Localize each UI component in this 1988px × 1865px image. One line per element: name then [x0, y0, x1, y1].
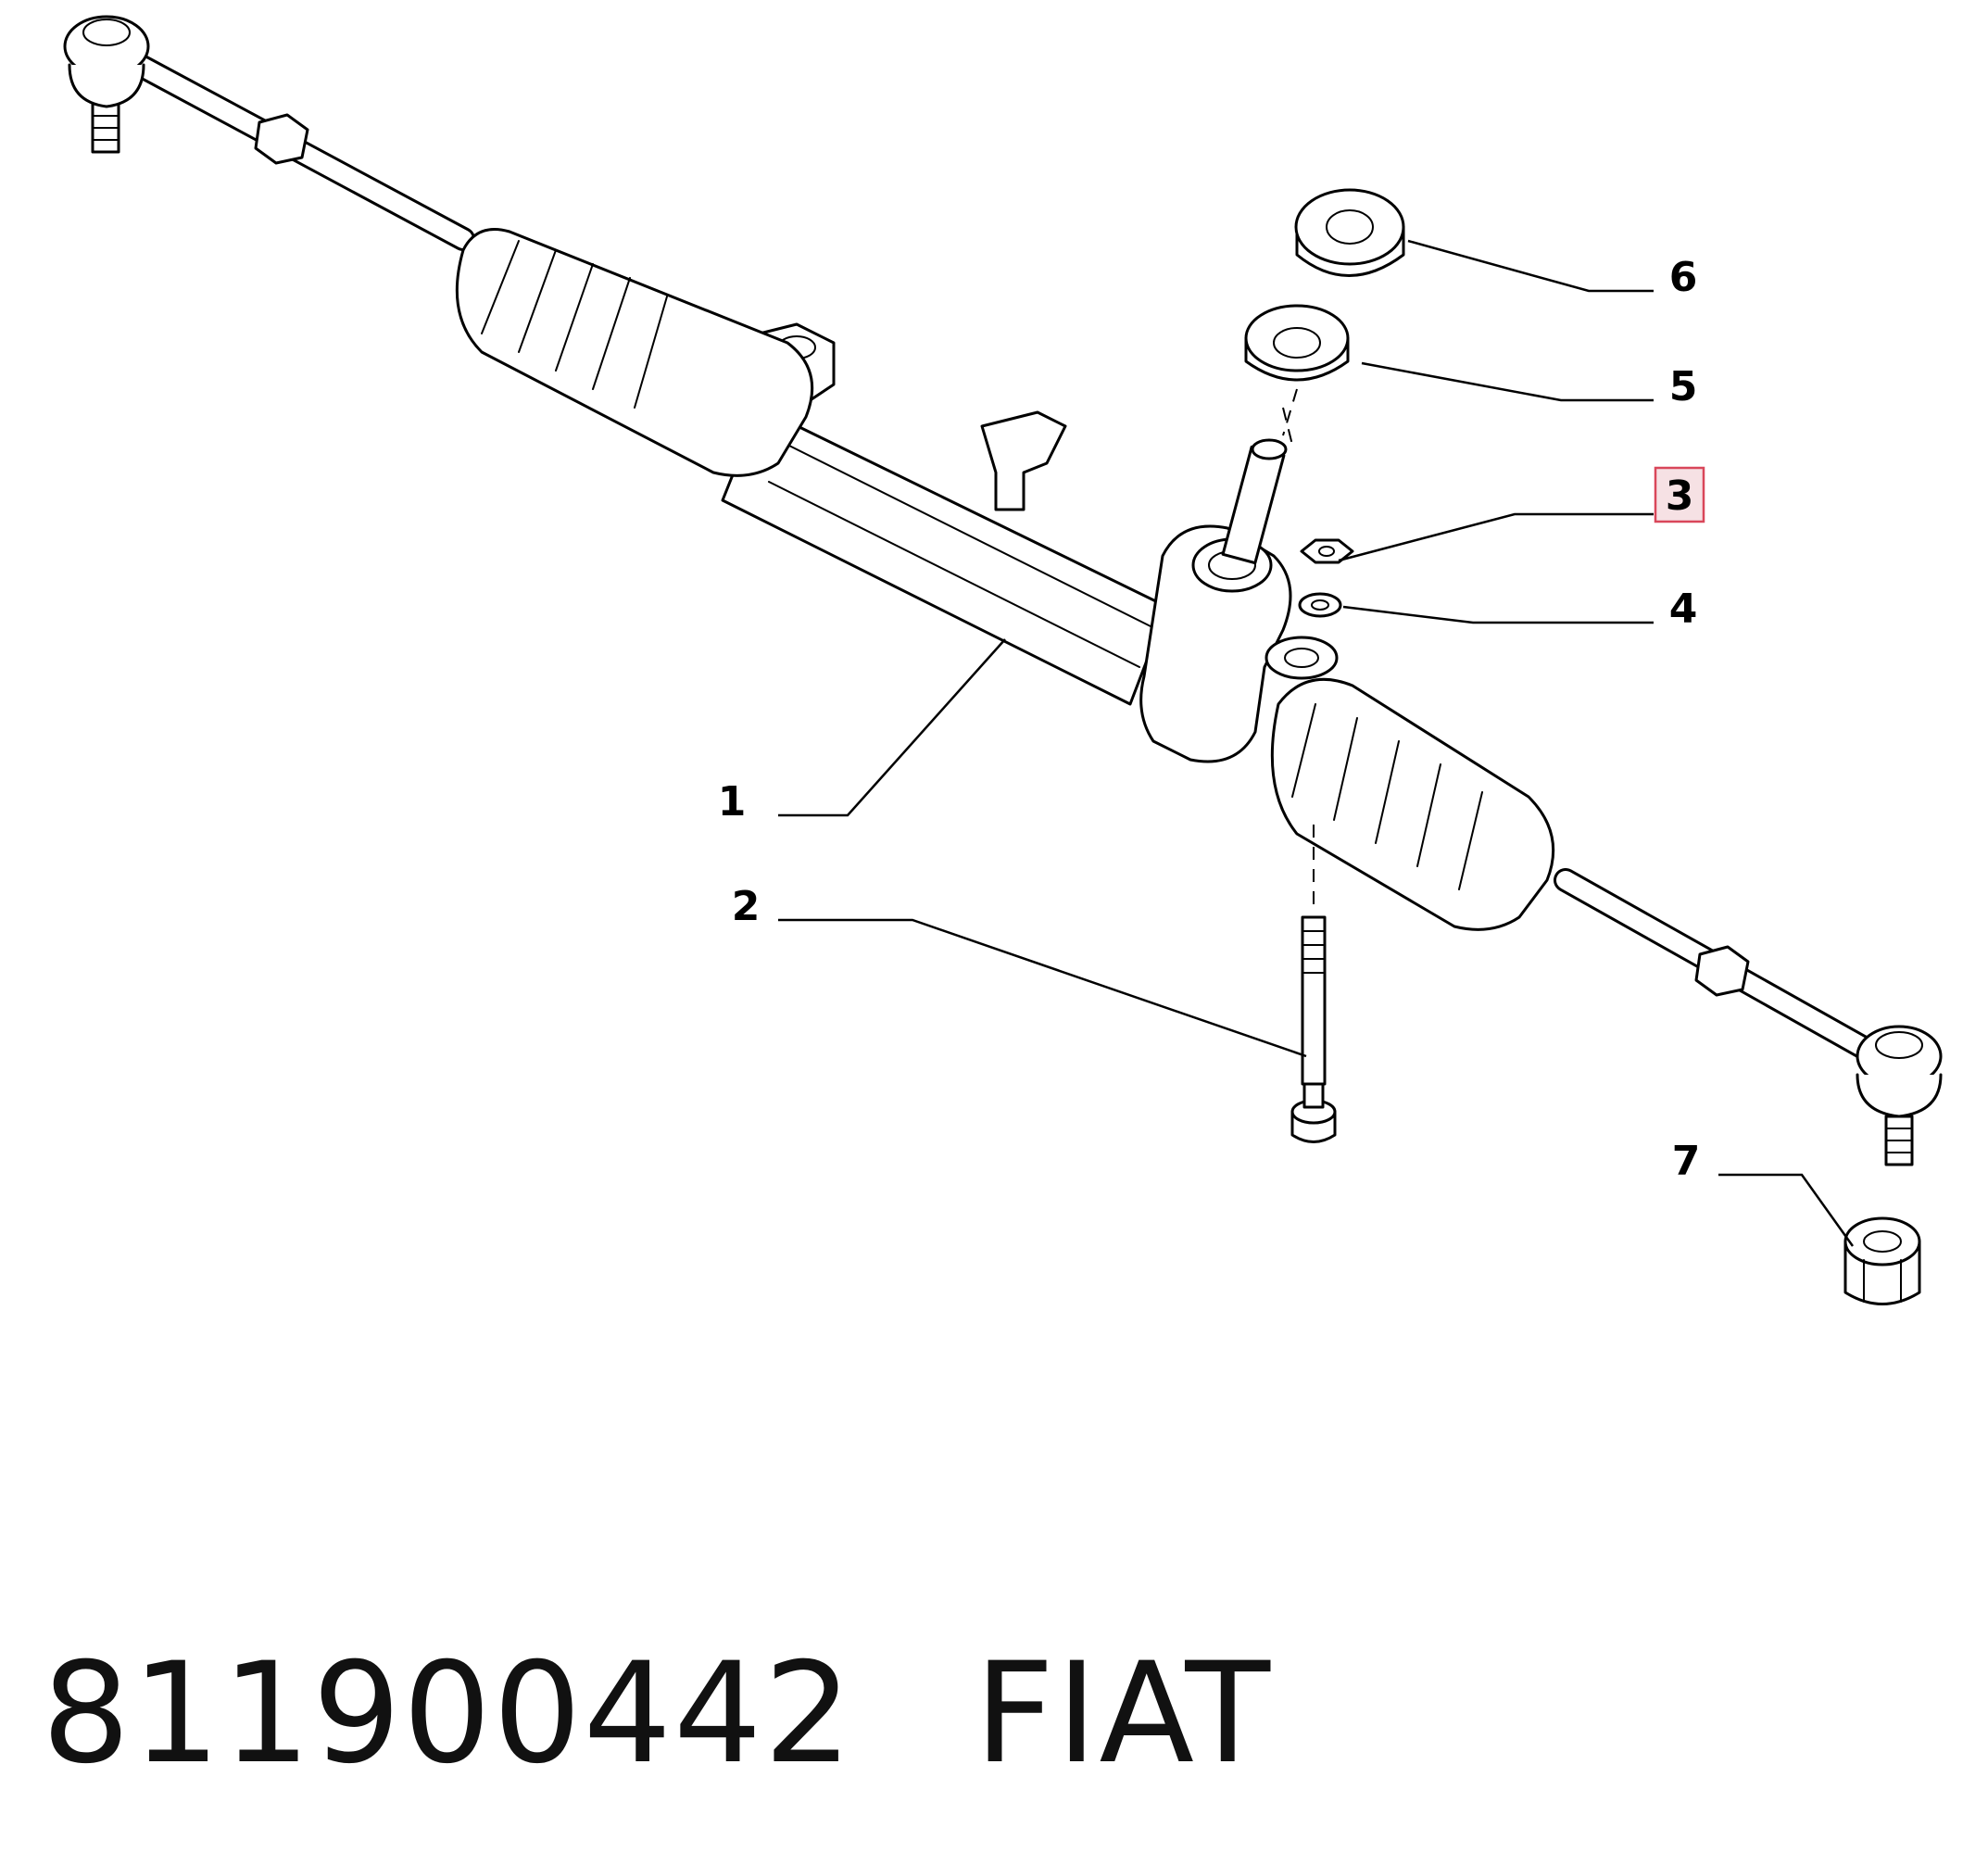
part-5-seal: [1244, 304, 1350, 436]
part-number: 811900442: [42, 1633, 854, 1795]
part-2-bolt: [1290, 825, 1337, 1143]
part-4-washer: [1298, 592, 1342, 618]
left-bellows-boot: [455, 228, 814, 477]
part-caption: 811900442 FIAT: [42, 1633, 1272, 1795]
callout-4[interactable]: 4: [1669, 586, 1698, 633]
callout-highlight-box: [1654, 466, 1705, 523]
part-7-flange-nut: [1843, 1216, 1921, 1305]
leader-lines: [778, 239, 1855, 1247]
right-bellows-boot: [1270, 677, 1555, 931]
callout-2[interactable]: 2: [732, 883, 761, 930]
callout-7[interactable]: 7: [1672, 1138, 1701, 1185]
callout-6[interactable]: 6: [1669, 254, 1698, 301]
callout-5[interactable]: 5: [1669, 363, 1698, 410]
left-tie-rod-end: [63, 15, 475, 251]
brand-name: FIAT: [974, 1633, 1273, 1795]
callout-1[interactable]: 1: [718, 778, 747, 825]
steering-rack-diagram: 1 2 3 4 5 6 7: [63, 15, 1943, 1305]
part-3-nut: [1300, 538, 1354, 564]
part-6-dust-cap: [1294, 188, 1405, 277]
rack-housing: [721, 322, 1339, 763]
pinion-shaft: [1221, 407, 1293, 565]
right-tie-rod-end: [1554, 868, 1943, 1166]
callout-3[interactable]: 3: [1666, 473, 1694, 520]
